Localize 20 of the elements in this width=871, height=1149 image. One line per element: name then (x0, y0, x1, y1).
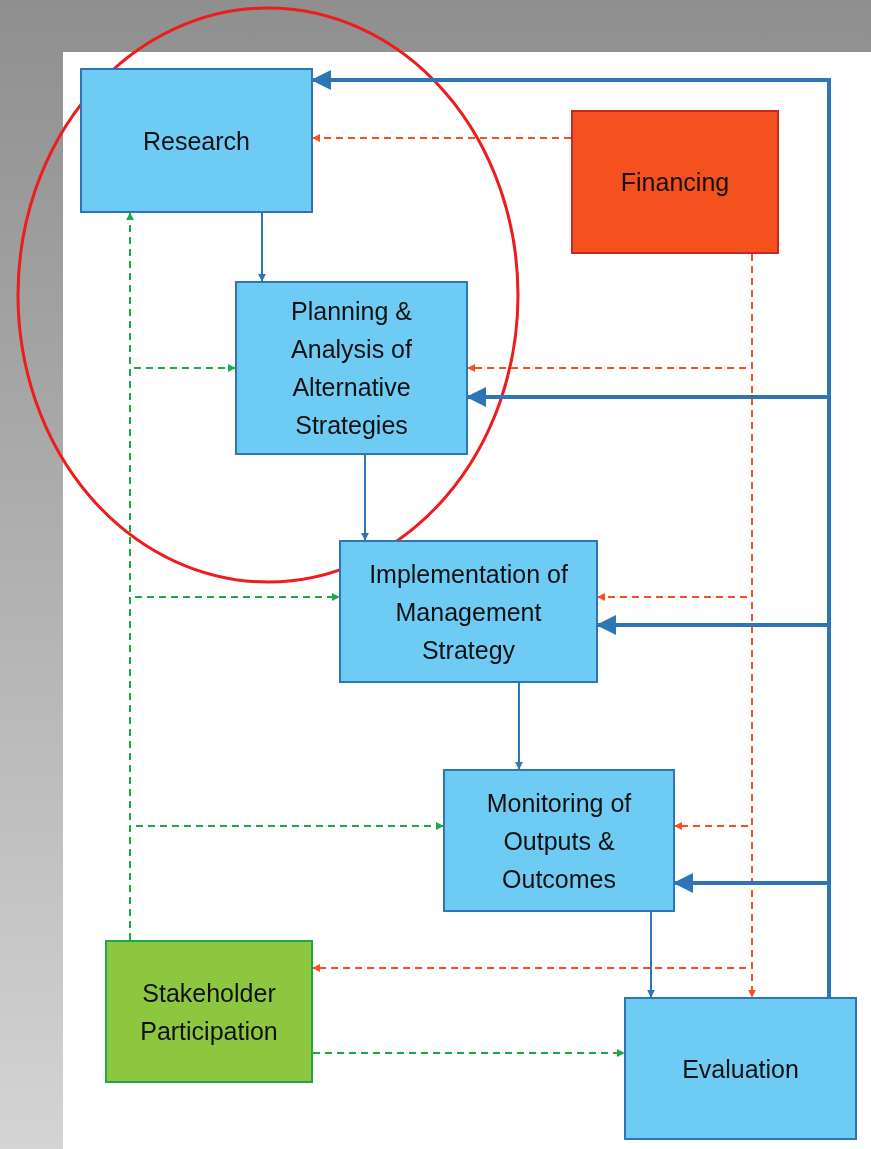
arrow (258, 212, 266, 282)
box-label: Research (143, 125, 250, 157)
process-box (235, 281, 468, 455)
process-box (624, 997, 857, 1140)
arrow (361, 454, 369, 541)
arrow (515, 682, 523, 770)
arrow (312, 1049, 625, 1057)
process-box (339, 540, 598, 683)
box-label: Financing (620, 167, 730, 198)
box-label: Stakeholder Participation (139, 977, 279, 1047)
process-box (80, 68, 313, 213)
arrow (647, 911, 655, 998)
process-box (571, 110, 779, 254)
arrow (312, 134, 572, 142)
box-label: Evaluation (682, 1053, 799, 1085)
box-label: Monitoring of Outputs & Outcomes (485, 787, 633, 895)
process-box (443, 769, 675, 912)
box-label: Planning & Analysis of Alternative Strategies (290, 296, 413, 441)
process-box (105, 940, 313, 1083)
box-label: Implementation of Management Strategy (368, 558, 569, 666)
